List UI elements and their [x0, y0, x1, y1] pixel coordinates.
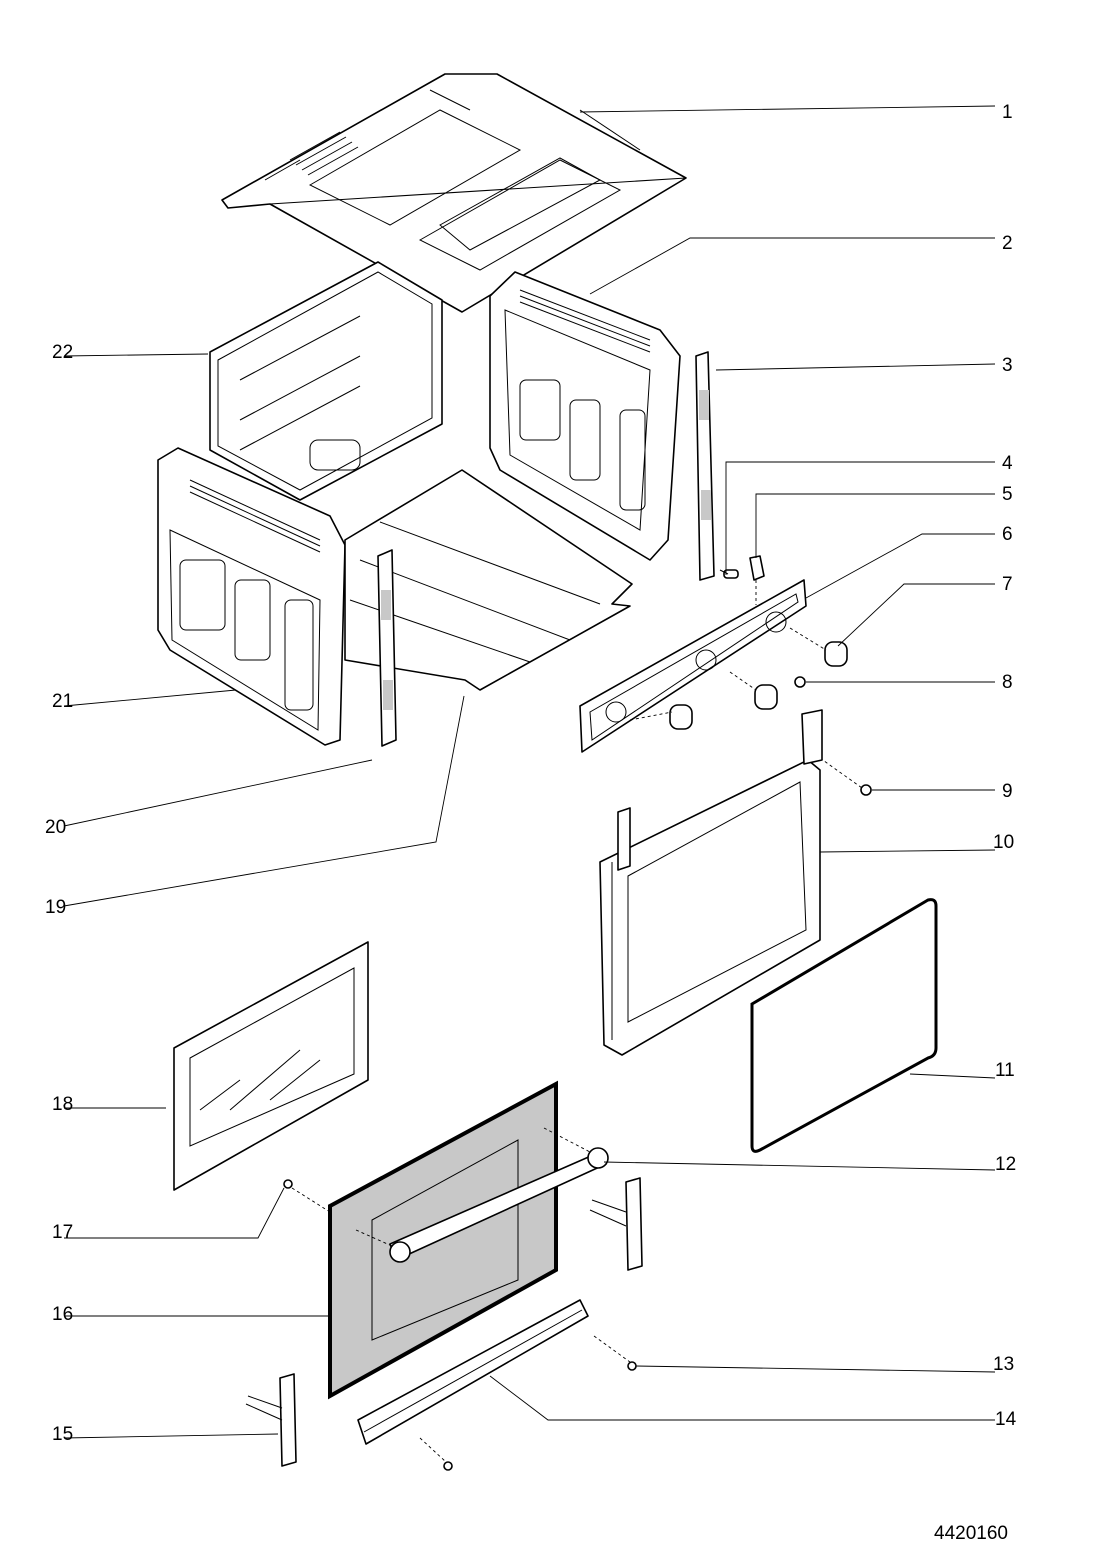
callout-11: 11: [995, 1060, 1015, 1081]
part-switch: [749, 555, 765, 605]
callout-18: 18: [52, 1094, 73, 1115]
callout-16: 16: [52, 1304, 73, 1325]
callout-labels: 1 2 3 4 5 6 7 8 9 10 11 12 13 14 15 16 1…: [45, 102, 1017, 1445]
callout-13: 13: [993, 1354, 1014, 1375]
leader-lines: [63, 105, 996, 1439]
part-left-rail: [377, 549, 397, 747]
callout-17: 17: [52, 1222, 73, 1243]
part-handle: [355, 1127, 609, 1263]
part-left-side-panel: [157, 447, 346, 746]
callout-1: 1: [1002, 102, 1013, 123]
callout-20: 20: [45, 817, 66, 838]
callout-19: 19: [45, 897, 66, 918]
part-knob: [629, 627, 848, 730]
callout-6: 6: [1002, 524, 1013, 545]
part-screw: [283, 1179, 637, 1471]
part-outer-door: [328, 1080, 558, 1400]
part-control-panel: [579, 579, 807, 753]
part-inner-glass: [173, 941, 369, 1191]
callout-8: 8: [1002, 672, 1013, 693]
callout-10: 10: [993, 832, 1014, 853]
callout-9: 9: [1002, 781, 1013, 802]
part-lamp-holder: [719, 569, 739, 579]
part-bottom-trim: [357, 1299, 589, 1445]
callout-7: 7: [1002, 574, 1013, 595]
part-right-rail: [695, 351, 715, 581]
callout-21: 21: [52, 691, 73, 712]
callout-2: 2: [1002, 233, 1013, 254]
callout-3: 3: [1002, 355, 1013, 376]
callout-14: 14: [995, 1409, 1017, 1430]
callout-12: 12: [995, 1154, 1016, 1175]
part-top-panel: [221, 73, 687, 313]
part-left-inner-panel: [209, 261, 443, 501]
callout-15: 15: [52, 1424, 73, 1445]
part-washer: [794, 676, 872, 796]
drawing-code: 4420160: [934, 1523, 1008, 1544]
part-hinge: [245, 1177, 643, 1467]
callout-22: 22: [52, 342, 73, 363]
callout-4: 4: [1002, 453, 1013, 474]
part-door-frame: [599, 709, 823, 1056]
part-door-seal: [750, 898, 938, 1153]
callout-5: 5: [1002, 484, 1013, 505]
part-right-side-panel: [489, 271, 681, 561]
